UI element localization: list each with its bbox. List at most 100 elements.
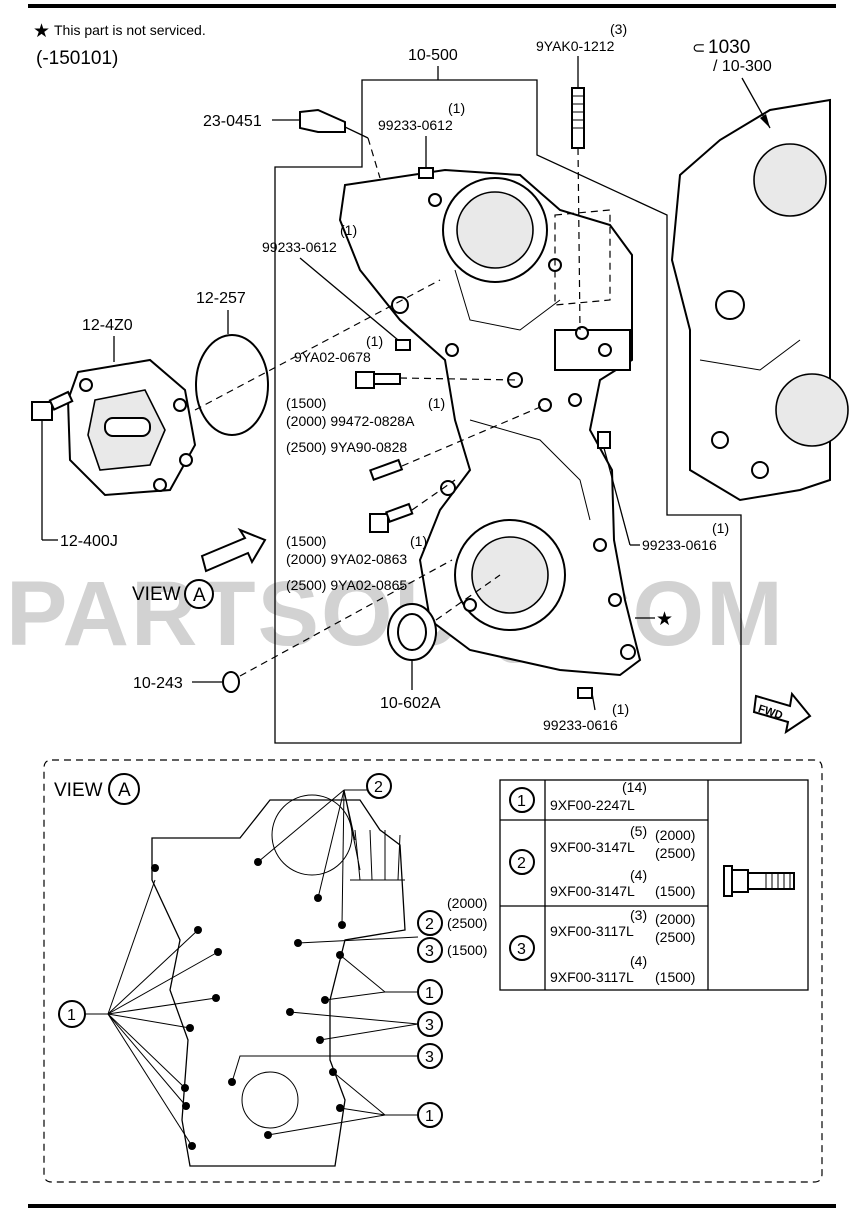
plug-23-0451[interactable] bbox=[299, 108, 369, 139]
marker-3-side bbox=[417, 937, 443, 963]
qty-99233-0612-upper: (1) bbox=[448, 100, 465, 116]
guide-oil-seal bbox=[435, 574, 501, 621]
qty-9ya02-0678: (1) bbox=[366, 333, 383, 349]
table-row-3b-qty: (4) bbox=[630, 953, 647, 969]
detail-bracket bbox=[350, 829, 405, 881]
marker-2-side-label: 2 bbox=[425, 916, 434, 933]
leader-99233-0612-lower bbox=[299, 257, 399, 341]
guide-9yak0 bbox=[577, 147, 581, 331]
bolt-dots bbox=[151, 858, 346, 1150]
gasket-12-257[interactable] bbox=[195, 334, 269, 436]
table-row-2a-variant2: (2500) bbox=[655, 845, 695, 861]
callout-99233-0616-upper: 99233-0616 bbox=[642, 537, 717, 553]
leaders-marker-3-right-b bbox=[231, 1055, 418, 1083]
dowel-99233-0612-lower[interactable] bbox=[395, 339, 411, 351]
leaders-marker-2-top bbox=[257, 789, 367, 926]
marker-2-side bbox=[417, 910, 443, 936]
engine-block[interactable] bbox=[670, 98, 849, 502]
view-arrow bbox=[200, 527, 267, 573]
timing-chain-cover[interactable] bbox=[338, 168, 642, 677]
dowel-99233-0612-upper[interactable] bbox=[418, 167, 434, 179]
detail-view-circle bbox=[108, 773, 140, 805]
leaders-marker-1-right-b bbox=[267, 1071, 418, 1136]
detail-view-letter: A bbox=[118, 780, 131, 801]
leaders-marker-1-left bbox=[85, 879, 219, 1147]
stud-outline bbox=[554, 209, 611, 306]
vacuum-pump-12-4z0[interactable] bbox=[66, 358, 197, 497]
callout-10-300: / 10-300 bbox=[713, 58, 772, 75]
detail-crank-bore bbox=[241, 1071, 299, 1129]
callout-1030: 1030 bbox=[708, 37, 750, 58]
bottom-rule bbox=[28, 1204, 836, 1208]
marker-1-right-b-label: 1 bbox=[425, 1108, 434, 1125]
stud-99472[interactable] bbox=[369, 458, 404, 481]
marker-1-left-label: 1 bbox=[67, 1007, 76, 1024]
leader-99233-0616-upper bbox=[603, 447, 631, 546]
callout-10-500: 10-500 bbox=[408, 47, 458, 64]
bolt-9ya02-0863[interactable] bbox=[369, 502, 414, 533]
leader-99233-0616-lower bbox=[591, 692, 596, 711]
table-row-1-part: 9XF00-2247L bbox=[550, 797, 635, 813]
callout-12-257: 12-257 bbox=[196, 290, 246, 307]
oil-seal-10-602a[interactable] bbox=[387, 603, 437, 661]
callout-2500-9ya02-0865: (2500) 9YA02-0865 bbox=[286, 577, 407, 593]
table-row-2b-qty: (4) bbox=[630, 867, 647, 883]
view-a-label: VIEW bbox=[132, 584, 181, 605]
table-row-3b-part: 9XF00-3117L bbox=[550, 969, 634, 985]
qty-99233-0616-lower: (1) bbox=[612, 701, 629, 717]
table-row-2a-variant: (2000) bbox=[655, 827, 695, 843]
callout-9ya02-0678: 9YA02-0678 bbox=[294, 349, 371, 365]
period-label: (-150101) bbox=[36, 48, 118, 69]
table-row-2b-variant: (1500) bbox=[655, 883, 695, 899]
guide-vacuum-pump bbox=[194, 279, 441, 411]
marker-2-top-label: 2 bbox=[374, 779, 383, 796]
table-row-3a-variant: (2000) bbox=[655, 911, 695, 927]
marker-3-right-b-label: 3 bbox=[425, 1049, 434, 1066]
qty-99472: (1) bbox=[428, 395, 445, 411]
detail-frame bbox=[43, 759, 823, 1183]
star-marker-icon: ★ bbox=[656, 609, 673, 630]
leader-marker-2-3 bbox=[297, 936, 419, 944]
qty-99233-0612-lower: (1) bbox=[340, 222, 357, 238]
table-row-1-qty: (14) bbox=[622, 779, 647, 795]
view-a-letter: A bbox=[193, 585, 206, 606]
callout-2000-99472: (2000) 99472-0828A bbox=[286, 413, 415, 429]
stud-9yak0[interactable] bbox=[571, 87, 585, 149]
marker-3-right-a-label: 3 bbox=[425, 1017, 434, 1034]
callout-99233-0612-lower: 99233-0612 bbox=[262, 239, 337, 255]
bolt-9ya02-0678[interactable] bbox=[355, 371, 401, 389]
callout-12-4z0: 12-4Z0 bbox=[82, 317, 133, 334]
variant-1500-a: (1500) bbox=[286, 395, 326, 411]
detail-view-label: VIEW bbox=[54, 780, 103, 801]
washer-10-243[interactable] bbox=[222, 671, 240, 693]
guide-10-243 bbox=[239, 559, 453, 677]
qty-9yak0: (3) bbox=[610, 21, 627, 37]
dowel-99233-0616-lower[interactable] bbox=[577, 687, 593, 699]
callout-10-602a: 10-602A bbox=[380, 695, 441, 712]
view-a-circle bbox=[184, 579, 214, 609]
marker-1-right-a-label: 1 bbox=[425, 985, 434, 1002]
detail-label-2000: (2000) bbox=[447, 895, 487, 911]
table-row-2a-part: 9XF00-3147L bbox=[550, 839, 635, 855]
guide-9ya02-0863 bbox=[411, 479, 456, 511]
table-row-3a-part: 9XF00-3117L bbox=[550, 923, 634, 939]
bolt-12-400j[interactable] bbox=[31, 390, 74, 421]
top-rule bbox=[28, 4, 836, 8]
detail-label-2500: (2500) bbox=[447, 915, 487, 931]
dowel-99233-0616-upper[interactable] bbox=[597, 431, 611, 449]
table-row-2a-qty: (5) bbox=[630, 823, 647, 839]
marker-3-side-label: 3 bbox=[425, 943, 434, 960]
marker-2-top bbox=[366, 773, 392, 799]
table-row-2-marker: 2 bbox=[517, 855, 526, 872]
bolt-table: 1 (14) 9XF00-2247L 2 (5) (2000) 9XF00-31… bbox=[499, 779, 809, 991]
leaders-marker-1-right-a bbox=[324, 954, 418, 1001]
ref-icon: ⊂ bbox=[692, 40, 705, 57]
table-row-2b-part: 9XF00-3147L bbox=[550, 883, 635, 899]
fwd-arrow-icon bbox=[752, 691, 812, 735]
callout-99233-0616-lower: 99233-0616 bbox=[543, 717, 618, 733]
guide-9ya02-0678 bbox=[399, 377, 521, 381]
guide-99472 bbox=[401, 404, 546, 467]
detail-cam-bore bbox=[271, 794, 353, 876]
detail-label-1500: (1500) bbox=[447, 942, 487, 958]
